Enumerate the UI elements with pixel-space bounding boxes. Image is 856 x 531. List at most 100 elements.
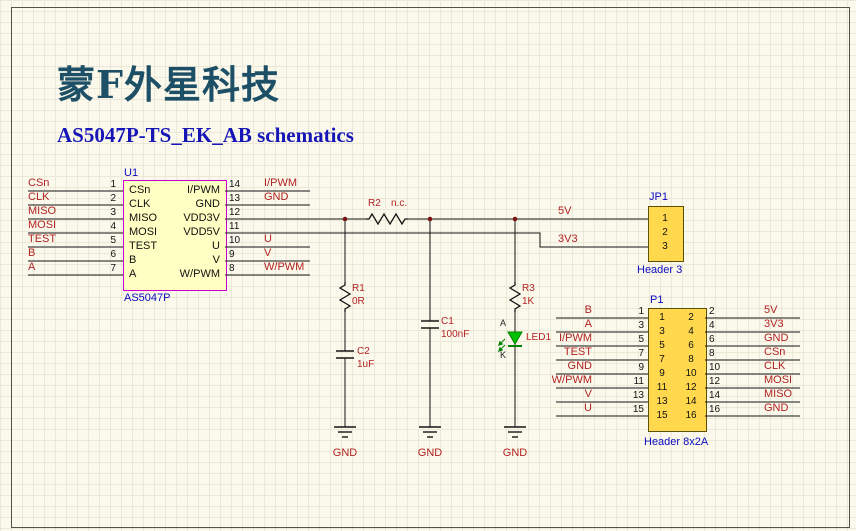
p1-pin-number: 16 bbox=[709, 404, 721, 415]
wire-3v3-net bbox=[225, 232, 648, 248]
u1-body[interactable] bbox=[123, 180, 227, 291]
u1-pin-number: 8 bbox=[229, 263, 235, 274]
sheet-border bbox=[11, 7, 850, 528]
net-label-gnd: GND bbox=[764, 402, 789, 414]
u1-pin-number: 13 bbox=[229, 193, 241, 204]
u1-pin-name: I/PWM bbox=[187, 184, 220, 196]
led1-anode-mark: A bbox=[500, 318, 507, 328]
u1-pin-number: 3 bbox=[110, 207, 116, 218]
u1-pin-number: 10 bbox=[229, 235, 241, 246]
p1-inside-number: 5 bbox=[659, 340, 665, 351]
net-label-mosi: MOSI bbox=[764, 374, 793, 386]
gnd-symbol-1 bbox=[334, 426, 356, 438]
net-label-b: B bbox=[28, 247, 36, 259]
u1-pin-name: W/PWM bbox=[179, 268, 220, 280]
u1-left-wires bbox=[28, 190, 123, 276]
u1-pin-number: 6 bbox=[110, 249, 116, 260]
p1-pin-number: 6 bbox=[709, 334, 715, 345]
r3-led-branch bbox=[508, 219, 522, 427]
c2-designator: C2 bbox=[357, 346, 370, 357]
c1-branch bbox=[421, 219, 439, 427]
p1-inside-number: 3 bbox=[659, 326, 665, 337]
u1-pin-name: V bbox=[212, 254, 220, 266]
p1-inside-number: 16 bbox=[685, 410, 697, 421]
r1-designator: R1 bbox=[352, 283, 365, 294]
r3-value: 1K bbox=[522, 296, 535, 307]
p1-inside-number: 12 bbox=[685, 382, 697, 393]
resistor-r2-symbol[interactable] bbox=[366, 212, 408, 226]
gnd-symbol-2 bbox=[419, 426, 441, 438]
u1-pin-name: GND bbox=[195, 198, 220, 210]
jp1-body[interactable] bbox=[648, 206, 684, 262]
p1-pin-number: 11 bbox=[633, 376, 644, 387]
u1-pin-name: MOSI bbox=[129, 226, 158, 238]
junction-dots bbox=[342, 216, 518, 222]
u1-pin-name: VDD5V bbox=[183, 226, 220, 238]
net-label-miso: MISO bbox=[764, 388, 793, 400]
c2-value: 1uF bbox=[357, 359, 375, 370]
p1-inside-number: 14 bbox=[685, 396, 697, 407]
gnd-label-1: GND bbox=[332, 447, 358, 459]
u1-pin-name: TEST bbox=[129, 240, 158, 252]
u1-pin-number: 7 bbox=[110, 263, 116, 274]
p1-pin-number: 15 bbox=[632, 404, 644, 415]
r2-value: n.c. bbox=[391, 198, 408, 209]
p1-inside-number: 4 bbox=[688, 326, 694, 337]
jp1-pin-number: 3 bbox=[662, 241, 668, 252]
u1-pin-number: 5 bbox=[110, 235, 116, 246]
u1-pin-name: CSn bbox=[129, 184, 151, 196]
net-label-u: U bbox=[584, 402, 592, 414]
u1-pin-number: 1 bbox=[110, 179, 116, 190]
gnd-label-3: GND bbox=[502, 447, 528, 459]
net-label-csn: CSn bbox=[764, 346, 786, 358]
p1-pin-number: 3 bbox=[638, 320, 644, 331]
net-label-u: U bbox=[264, 233, 272, 245]
net-label-a: A bbox=[28, 261, 36, 273]
u1-pin-name: CLK bbox=[129, 198, 151, 210]
p1-part-name: Header 8x2A bbox=[644, 436, 709, 448]
net-label-mosi: MOSI bbox=[28, 219, 57, 231]
schematic-subtitle: AS5047P-TS_EK_AB schematics bbox=[57, 123, 354, 147]
p1-pin-number: 4 bbox=[709, 320, 715, 331]
u1-right-wires bbox=[225, 190, 310, 276]
net-label-5v: 5V bbox=[764, 304, 778, 316]
jp1-pin-number: 2 bbox=[662, 227, 668, 238]
p1-pin-number: 7 bbox=[638, 348, 644, 359]
p1-pin-number: 2 bbox=[709, 306, 715, 317]
resistor-r1-symbol[interactable] bbox=[338, 282, 352, 312]
gnd-symbols bbox=[334, 426, 526, 438]
r1-c2-branch bbox=[336, 219, 354, 427]
u1-pin-name: MISO bbox=[129, 212, 158, 224]
led1-designator: LED1 bbox=[526, 332, 552, 343]
p1-inside-number: 2 bbox=[688, 312, 694, 323]
u1-pin-number: 4 bbox=[110, 221, 116, 232]
u1-pin-number: 2 bbox=[110, 193, 116, 204]
u1-pin-name: A bbox=[129, 268, 137, 280]
u1-part-name: AS5047P bbox=[124, 292, 171, 304]
p1-right-wires bbox=[705, 317, 800, 417]
p1-pin-number: 5 bbox=[638, 334, 644, 345]
r2-designator: R2 bbox=[368, 198, 381, 209]
p1-body[interactable] bbox=[648, 308, 707, 432]
led1-cathode-mark: K bbox=[500, 350, 507, 360]
resistor-r3-symbol[interactable] bbox=[508, 282, 522, 312]
page-title: 蒙F外星科技 bbox=[57, 62, 280, 107]
net-label-csn: CSn bbox=[28, 177, 50, 189]
p1-inside-number: 13 bbox=[656, 396, 668, 407]
led1-symbol[interactable] bbox=[498, 331, 523, 352]
net-label-wpwm: W/PWM bbox=[264, 261, 305, 273]
u1-designator: U1 bbox=[124, 167, 139, 179]
net-label-3v3: 3V3 bbox=[764, 318, 784, 330]
r3-designator: R3 bbox=[522, 283, 535, 294]
u1-pin-name: B bbox=[129, 254, 137, 266]
net-label-5v: 5V bbox=[558, 205, 572, 217]
net-label-3v3: 3V3 bbox=[558, 233, 578, 245]
gnd-symbol-3 bbox=[504, 426, 526, 438]
u1-pin-number: 11 bbox=[229, 221, 240, 232]
net-label-a: A bbox=[584, 318, 592, 330]
net-label-clk: CLK bbox=[28, 191, 50, 203]
p1-pin-number: 13 bbox=[632, 390, 644, 401]
p1-inside-number: 8 bbox=[688, 354, 694, 365]
p1-inside-number: 6 bbox=[688, 340, 694, 351]
